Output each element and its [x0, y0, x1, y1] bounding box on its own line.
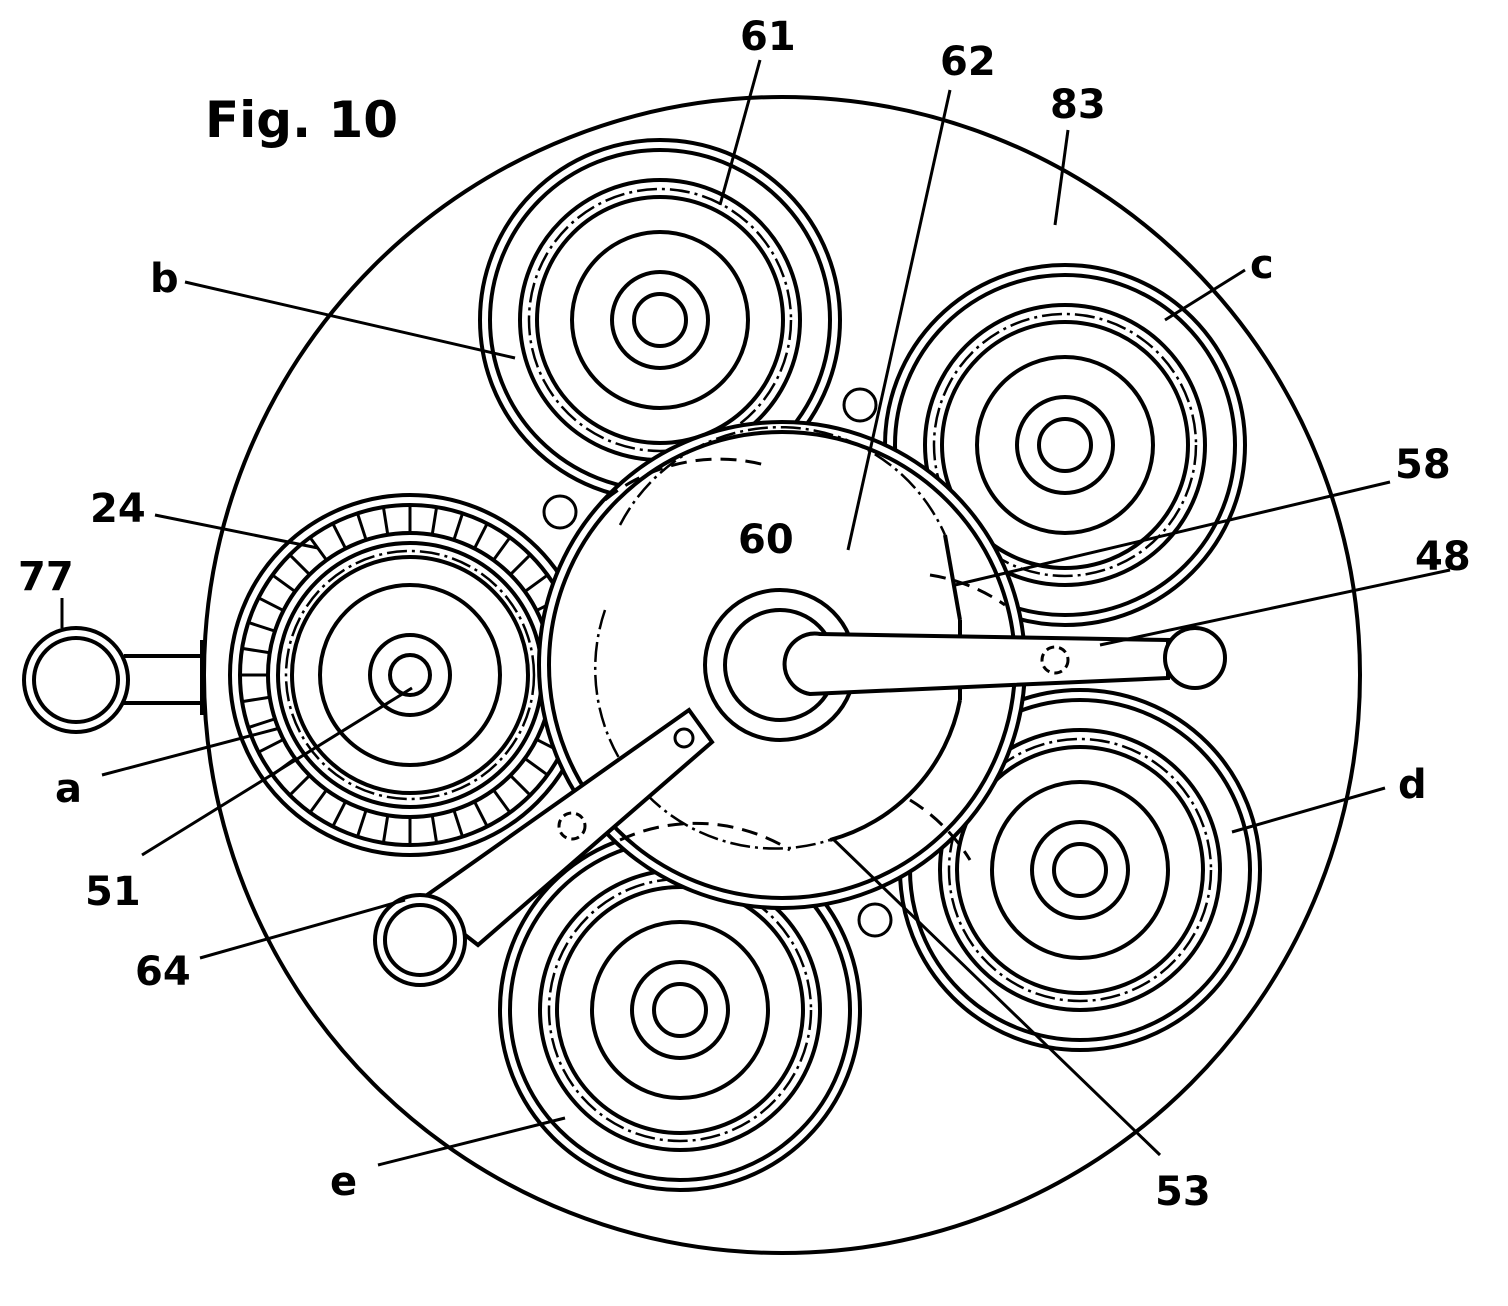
- label-61: 61: [740, 14, 796, 60]
- label-58: 58: [1395, 442, 1451, 488]
- slot-divider: [430, 815, 439, 844]
- slot-divider: [473, 800, 489, 828]
- slot-divider: [308, 788, 328, 814]
- label-24: 24: [90, 486, 146, 532]
- slot-divider: [452, 512, 464, 541]
- slot-divider: [247, 621, 276, 633]
- label-b: b: [150, 256, 179, 302]
- bore-upper: [842, 387, 878, 423]
- slot-divider: [271, 573, 297, 593]
- arm-48: [782, 626, 1227, 697]
- label-64: 64: [135, 949, 191, 995]
- slot-divider: [288, 553, 311, 576]
- slot-divider: [331, 800, 347, 828]
- slot-divider: [492, 536, 512, 562]
- slot-divider: [523, 757, 549, 777]
- slot-divider: [523, 573, 549, 593]
- slot-divider: [331, 522, 347, 550]
- slot-divider: [473, 522, 489, 550]
- slot-divider: [356, 512, 368, 541]
- bore-lower: [857, 902, 893, 938]
- label-e: e: [330, 1159, 357, 1205]
- slot-divider: [247, 717, 276, 729]
- slot-divider: [241, 695, 270, 704]
- arm-64: [373, 707, 715, 987]
- label-83: 83: [1050, 82, 1106, 128]
- slot-divider: [257, 738, 285, 754]
- station-c: [883, 263, 1247, 627]
- slot-divider: [381, 815, 390, 844]
- leader-lines: [60, 59, 1451, 1167]
- label-d: d: [1398, 762, 1427, 808]
- slot-divider: [381, 506, 390, 535]
- slot-divider: [509, 774, 532, 797]
- label-53: 53: [1155, 1169, 1211, 1215]
- station-a: [228, 493, 592, 857]
- slot-divider: [257, 596, 285, 612]
- slot-divider: [356, 809, 368, 838]
- label-77: 77: [18, 554, 74, 600]
- label-48: 48: [1415, 534, 1471, 580]
- bore-left: [542, 494, 578, 530]
- port-77: [22, 626, 204, 734]
- label-a: a: [55, 766, 82, 812]
- label-60: 60: [738, 517, 794, 563]
- slot-divider: [430, 506, 439, 535]
- slot-divider: [492, 788, 512, 814]
- label-62: 62: [940, 39, 996, 85]
- slot-divider: [288, 774, 311, 797]
- slot-divider: [509, 553, 532, 576]
- label-c: c: [1250, 242, 1274, 288]
- slot-divider: [241, 646, 270, 655]
- slot-divider: [452, 809, 464, 838]
- label-51: 51: [85, 869, 141, 915]
- figure-title: Fig. 10: [205, 91, 398, 149]
- slot-divider: [308, 536, 328, 562]
